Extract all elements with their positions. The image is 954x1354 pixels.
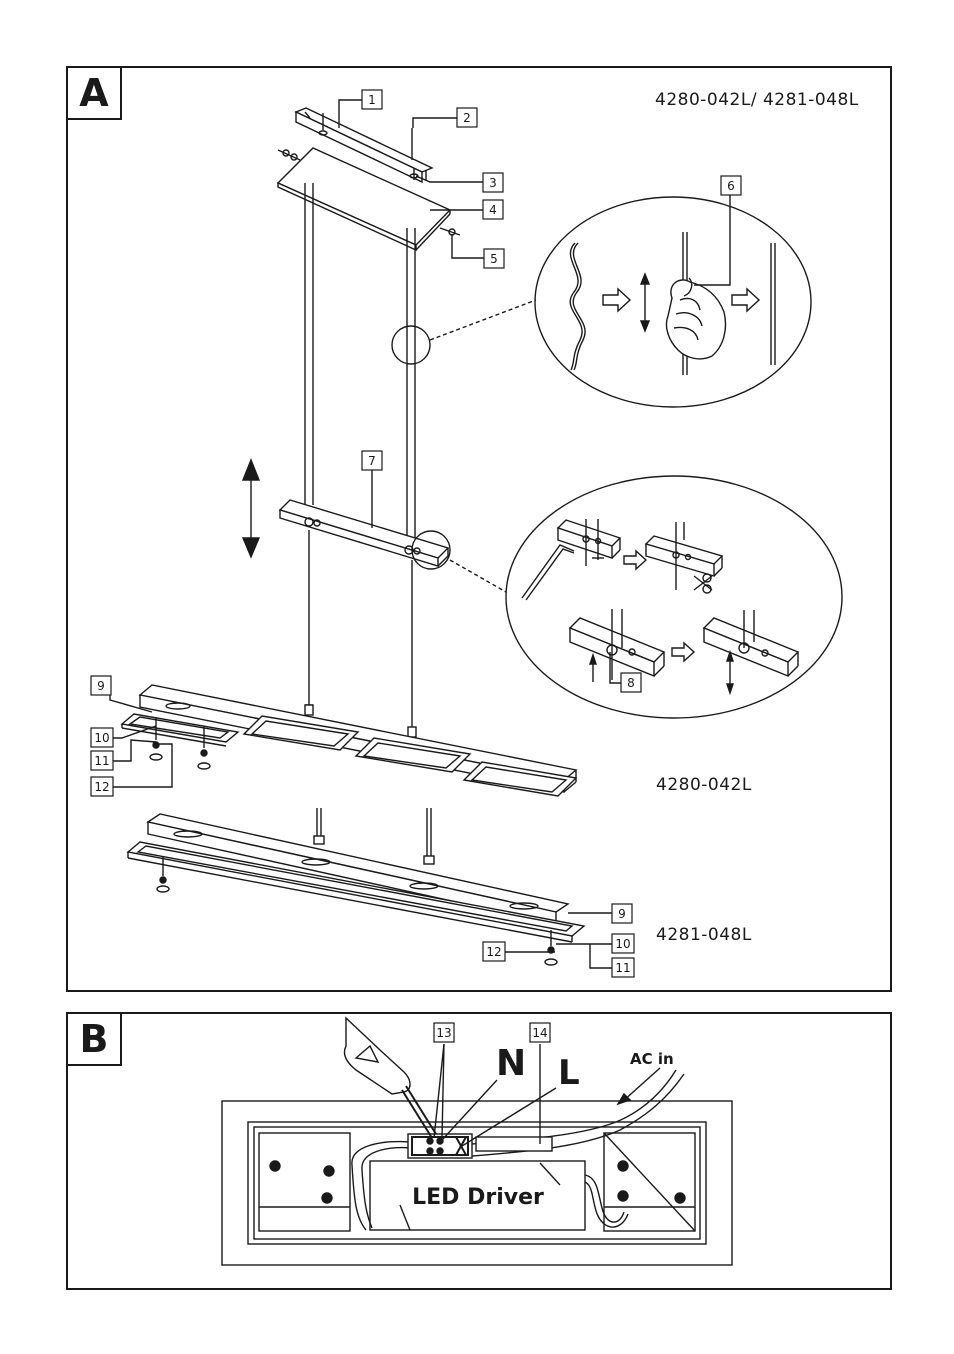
zoom-leader-line — [449, 559, 507, 593]
canopy — [276, 147, 452, 252]
led-panel-3 — [354, 737, 472, 773]
hand-pulling-cable-icon — [665, 232, 727, 375]
scissors-icon — [693, 573, 713, 594]
callout-12b: 12 — [486, 945, 501, 959]
model-042-label: 4280-042L — [656, 775, 752, 795]
wavy-cable — [569, 242, 583, 371]
up-down-arrow-icon — [639, 272, 651, 333]
wire-leaders — [433, 1043, 661, 1147]
terminal-block — [407, 1133, 473, 1159]
zoom-circle-holder — [411, 530, 451, 570]
arrow-right-icon — [623, 549, 648, 571]
panel-screws-048 — [156, 856, 558, 966]
suspension-cables — [304, 183, 416, 727]
live-label: L — [558, 1053, 580, 1093]
led-panel-2 — [242, 715, 360, 751]
arrow-right-icon — [731, 287, 761, 313]
callout-11: 11 — [94, 754, 109, 768]
panel-b-label: B — [66, 1012, 122, 1066]
zoom-leader-line — [429, 299, 537, 341]
driver-housing — [221, 1100, 733, 1266]
callout-leaders — [109, 99, 731, 969]
adjust-detail-ellipse — [505, 475, 843, 719]
holder-detail-3 — [568, 609, 666, 682]
internal-wires — [351, 1140, 629, 1231]
callout-7: 7 — [368, 454, 376, 468]
callout-5: 5 — [490, 252, 498, 266]
mains-cable — [471, 1069, 685, 1157]
callout-4: 4 — [489, 203, 497, 217]
callout-14: 14 — [532, 1026, 547, 1040]
allen-key-icon — [521, 544, 575, 601]
ac-in-label: AC in — [630, 1050, 674, 1068]
callout-boxes: 1 2 3 4 5 6 7 8 9 10 11 12 9 10 11 12 13… — [90, 89, 742, 1043]
callout-10: 10 — [94, 731, 109, 745]
led-driver-label: LED Driver — [412, 1185, 544, 1210]
height-arrow-icon — [241, 458, 261, 559]
cable-detail-ellipse — [534, 196, 812, 408]
driver-screws — [269, 1160, 686, 1204]
callout-12: 12 — [94, 780, 109, 794]
neutral-label: N — [496, 1043, 526, 1084]
cable-holder-bar — [278, 499, 450, 567]
mounting-bracket — [294, 107, 434, 184]
lamp-body-048 — [126, 808, 586, 943]
panel-a-label: A — [66, 66, 122, 120]
holder-detail-2 — [644, 522, 724, 590]
callout-10b: 10 — [615, 937, 630, 951]
callout-13: 13 — [436, 1026, 451, 1040]
led-panel-1 — [120, 713, 240, 747]
led-panel-4 — [462, 761, 578, 797]
callout-8: 8 — [627, 676, 635, 690]
callout-3: 3 — [489, 176, 497, 190]
callout-11b: 11 — [615, 961, 630, 975]
arrow-right-icon — [671, 641, 696, 663]
callout-9: 9 — [97, 679, 105, 693]
callout-6: 6 — [727, 179, 735, 193]
holder-detail-1 — [556, 519, 622, 566]
model-048-label: 4281-048L — [656, 925, 752, 945]
arrow-right-icon — [602, 287, 632, 313]
screwdriver-icon — [343, 1016, 437, 1139]
callout-2: 2 — [463, 111, 471, 125]
zoom-circle-cable — [391, 325, 431, 365]
callout-9b: 9 — [618, 907, 626, 921]
callout-1: 1 — [368, 93, 376, 107]
straight-cable — [770, 243, 776, 365]
model-header: 4280-042L/ 4281-048L — [655, 90, 859, 110]
holder-detail-4 — [702, 610, 800, 696]
